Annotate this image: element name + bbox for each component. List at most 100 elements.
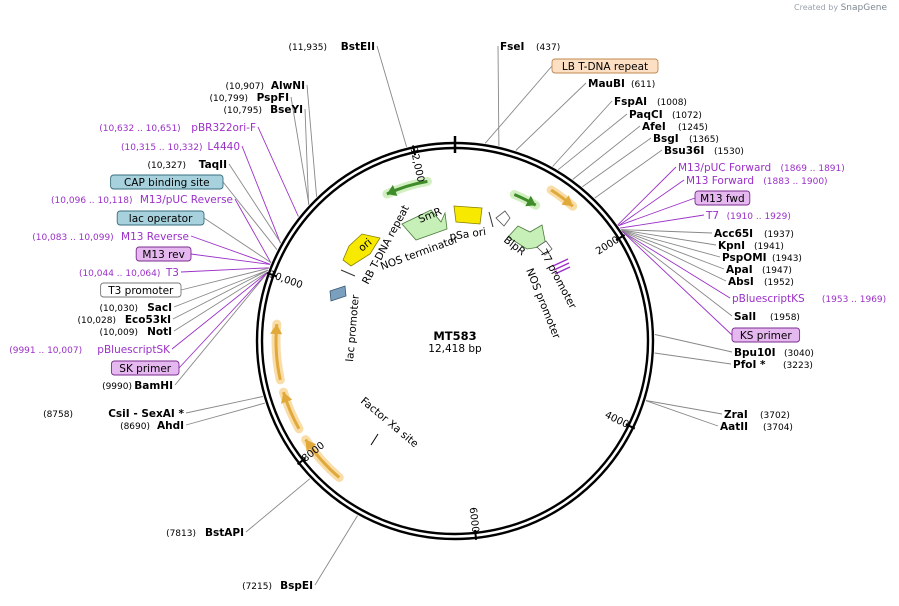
bspei-label: BspEI(7215) — [242, 580, 313, 592]
noti-name: NotI — [147, 326, 172, 338]
m13-puc-reverse-name: M13/pUC Reverse — [140, 194, 233, 206]
pbluescriptsk-range: (9991 .. 10,007) — [9, 346, 82, 356]
alwni-position: (10,907) — [225, 82, 264, 92]
saci-label: SacI(10,030) — [99, 302, 172, 314]
nos-terminator-marker — [495, 210, 511, 227]
cap-binding-site-leader — [222, 181, 278, 250]
m13-rev-text: M13 rev — [142, 249, 185, 261]
taqii-label: TaqII(10,327) — [147, 159, 227, 171]
aatii-leader — [645, 400, 719, 427]
pbluescriptks-label: pBluescriptKS(1953 .. 1969) — [732, 293, 886, 305]
sk-primer-text: SK primer — [119, 363, 171, 375]
zrai-position: (3702) — [760, 411, 790, 421]
green-feature-top-left — [382, 176, 432, 199]
tick-8000 — [296, 457, 307, 466]
sali-name: SalI — [734, 311, 756, 323]
bpu10i-position: (3040) — [784, 349, 814, 359]
bpu10i-name: Bpu10I — [734, 347, 776, 359]
pbr322ori-f-name: pBR322ori-F — [191, 122, 256, 134]
lb-t-dna-repeat-label: LB T-DNA repeat — [551, 58, 659, 74]
maubi-position: (611) — [631, 80, 655, 90]
bseyi-position: (10,795) — [223, 106, 262, 116]
l4440-leader — [241, 145, 281, 244]
tick-label-2000: 2000 — [594, 235, 621, 258]
bpu10i-label: Bpu10I (3040) — [734, 347, 814, 359]
orange-feature-left-2 — [279, 387, 304, 434]
lac-operator-leader — [203, 217, 272, 263]
label-leader-lines — [171, 45, 733, 586]
l4440-label: L4440(10,315 .. 10,332) — [121, 141, 240, 153]
nos-promoter-marker — [536, 240, 553, 256]
paqci-leader — [557, 113, 628, 171]
cap-binding-site-label: CAP binding site — [110, 174, 224, 190]
snapgene-logo: SnapGene — [840, 3, 887, 13]
afei-leader — [572, 125, 641, 180]
factor-xa-site-marker — [370, 433, 379, 446]
credit-prefix: Created by — [794, 3, 839, 12]
factor-xa-site-label: Factor Xa site — [358, 395, 420, 450]
m13-forward-range: (1883 .. 1900) — [763, 177, 827, 187]
tick-10000 — [266, 271, 277, 278]
m13-reverse-range: (10,083 .. 10,099) — [32, 233, 113, 243]
absi-leader — [621, 230, 727, 282]
psa-ori-box — [453, 205, 483, 225]
ks-primer-text: KS primer — [740, 330, 792, 342]
acc65i-position: (1937) — [764, 230, 794, 240]
bsgi-position: (1365) — [689, 135, 719, 145]
eco53ki-label: Eco53kI(10,028) — [77, 314, 171, 326]
aatii-position: (3704) — [763, 423, 793, 433]
eco53ki-leader — [172, 269, 269, 320]
sali-label: SalI (1958) — [734, 311, 800, 323]
m13-puc-reverse-range: (10,096 .. 10,118) — [51, 196, 132, 206]
csii-sexai-leader — [185, 396, 263, 414]
bsu36i-label: Bsu36I(1530) — [664, 145, 744, 157]
lac-operator-box — [329, 285, 347, 302]
t7-range: (1910 .. 1929) — [727, 212, 791, 222]
tick-label-4000: 4000 — [603, 410, 631, 431]
rb-tdna-repeat-marker — [340, 269, 356, 277]
noti-label: NotI (10,009) — [99, 326, 172, 338]
bpu10i-leader — [654, 334, 733, 353]
t7-leader — [620, 214, 705, 229]
taqii-leader — [228, 163, 282, 244]
pspfi-position: (10,799) — [209, 94, 248, 104]
bamhi-position: (9990) — [102, 382, 132, 392]
ahdi-position: (8690) — [120, 422, 150, 432]
pfoi-label: PfoI *(3223) — [733, 359, 813, 371]
acc65i-leader — [621, 229, 713, 234]
m13-puc-reverse-label: M13/pUC Reverse (10,096 .. 10,118) — [51, 194, 233, 206]
kpni-label: KpnI(1941) — [718, 240, 784, 252]
m13-puc-reverse-leader — [234, 198, 272, 264]
t3-label: T3(10,044 .. 10,064) — [79, 267, 179, 279]
afei-label: AfeI(1245) — [642, 121, 708, 133]
aatii-label: AatII(3704) — [720, 421, 793, 433]
m13-fwd-text: M13 fwd — [700, 193, 745, 205]
pspfi-leader — [290, 96, 310, 205]
tick-4000 — [625, 423, 636, 430]
sali-position: (1958) — [770, 313, 800, 323]
psa-ori-label: pSa ori — [449, 226, 487, 243]
ks-primer-label: KS primer — [731, 327, 801, 343]
kpni-leader — [621, 229, 717, 246]
pspomi-name: PspOMI — [722, 252, 767, 264]
noti-position: (10,009) — [99, 328, 138, 338]
ahdi-label: AhdI(8690) — [120, 420, 184, 432]
t3-promoter-leader — [180, 267, 269, 291]
ks-primer-leader — [622, 231, 733, 336]
m13-fwd-label: M13 fwd — [694, 190, 751, 206]
fspai-leader — [552, 100, 613, 167]
fsei-position: (437) — [536, 43, 560, 53]
fspai-name: FspAI — [614, 96, 647, 108]
csii-sexai-name: CsiI - SexAI * — [108, 408, 184, 420]
t3-promoter-text: T3 promoter — [107, 285, 174, 297]
alwni-name: AlwNI — [271, 80, 305, 92]
blpr-arrow — [507, 224, 547, 250]
t3-promoter-label: T3 promoter — [100, 282, 182, 298]
m13-fwd-leader — [618, 197, 696, 227]
paqci-label: PaqCI(1072) — [629, 109, 702, 121]
t7-promoter-marker — [552, 258, 571, 275]
zrai-label: ZraI(3702) — [724, 409, 790, 421]
bsu36i-name: Bsu36I — [664, 145, 704, 157]
bseyi-name: BseYI — [270, 104, 303, 116]
